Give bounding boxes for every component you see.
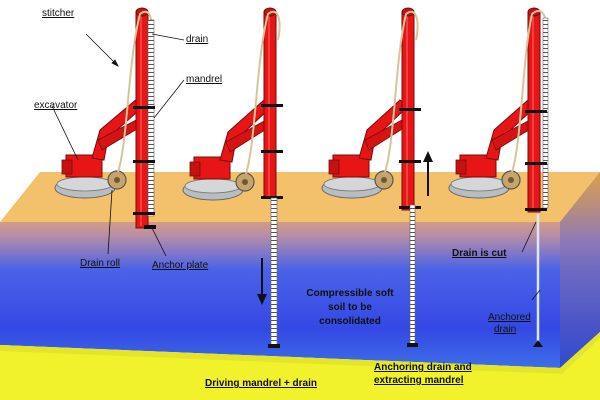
drain-roll-hub xyxy=(114,177,120,183)
anchored-drain-label-line2: drain xyxy=(494,324,517,335)
anchoring-caption-line2: extracting mandrel xyxy=(374,375,464,386)
track-top xyxy=(450,176,508,192)
mandrel-label: mandrel xyxy=(186,74,223,85)
anchored-drain-leader xyxy=(531,289,541,301)
excavator-label: excavator xyxy=(34,100,78,111)
mast-clamp xyxy=(133,106,155,109)
driving-mandrel-caption: Driving mandrel + drain xyxy=(205,378,317,389)
excavator-counterweight xyxy=(455,159,467,175)
anchored-drain xyxy=(409,204,416,346)
drain xyxy=(147,19,155,217)
up-arrow-head-icon xyxy=(423,151,433,162)
mast-clamp xyxy=(399,160,421,163)
stitcher-leader xyxy=(85,33,119,67)
drain-roll-hub xyxy=(242,179,248,185)
bottom-sand-edge xyxy=(0,332,600,374)
soil-label-line2: soil to be xyxy=(328,302,372,313)
anchor-plate-leader xyxy=(151,227,167,257)
mast-clamp xyxy=(399,108,421,111)
anchor-plate-label: Anchor plate xyxy=(152,260,209,271)
mast xyxy=(135,11,149,229)
bottom-sand-layer xyxy=(0,332,600,400)
soil-block xyxy=(0,172,600,368)
drain-roll-leader xyxy=(107,189,113,255)
anchor-plate xyxy=(144,225,156,229)
drain-in-soil xyxy=(270,197,278,347)
stitcher-stage-4 xyxy=(448,7,549,347)
mast-clamp xyxy=(261,150,283,153)
anchor-plate xyxy=(407,343,418,347)
excavator-counterweight xyxy=(328,159,340,175)
mast-clamp xyxy=(133,160,155,163)
drain-leader xyxy=(151,33,185,41)
leader-lines xyxy=(51,33,541,301)
drain-roll-label: Drain roll xyxy=(80,258,121,269)
track-top xyxy=(56,176,114,192)
drain-feed xyxy=(384,10,419,173)
anchoring-caption-line1: Anchoring drain and xyxy=(374,362,472,373)
mast-clamp xyxy=(133,212,155,215)
stitcher-stage-3 xyxy=(321,7,433,347)
anchor-plate xyxy=(268,344,280,348)
mast-clamp xyxy=(261,196,283,199)
mast-clamp xyxy=(525,162,547,165)
drain-is-cut-label: Drain is cut xyxy=(452,248,507,259)
excavator-leader xyxy=(51,105,79,161)
drain-roll-hub xyxy=(508,177,514,183)
stitcher-stage-2 xyxy=(182,7,283,348)
soil-label-line3: consolidated xyxy=(319,316,381,327)
mast-clamp xyxy=(525,110,547,113)
stitcher-stage-1 xyxy=(54,7,156,229)
excavator-counterweight xyxy=(189,161,201,177)
soil-label-line1: Compressible soft xyxy=(306,288,394,299)
drain-feed xyxy=(245,10,281,175)
excavator-counterweight xyxy=(61,159,73,175)
down-arrow-head-icon xyxy=(257,294,267,305)
mandrel-leader xyxy=(153,79,185,119)
track-top xyxy=(184,178,242,194)
mast-clamp xyxy=(261,104,283,107)
soil-block-side xyxy=(560,172,600,368)
stitcher-label: stitcher xyxy=(42,8,75,19)
mast-clamp xyxy=(525,208,547,211)
anchor-plate xyxy=(533,340,543,347)
drain-roll-hub xyxy=(381,177,387,183)
drain-label: drain xyxy=(186,34,209,45)
track-top xyxy=(323,176,381,192)
drain-cut-leader xyxy=(521,221,537,253)
anchored-drain-label-line1: Anchored xyxy=(488,312,531,323)
